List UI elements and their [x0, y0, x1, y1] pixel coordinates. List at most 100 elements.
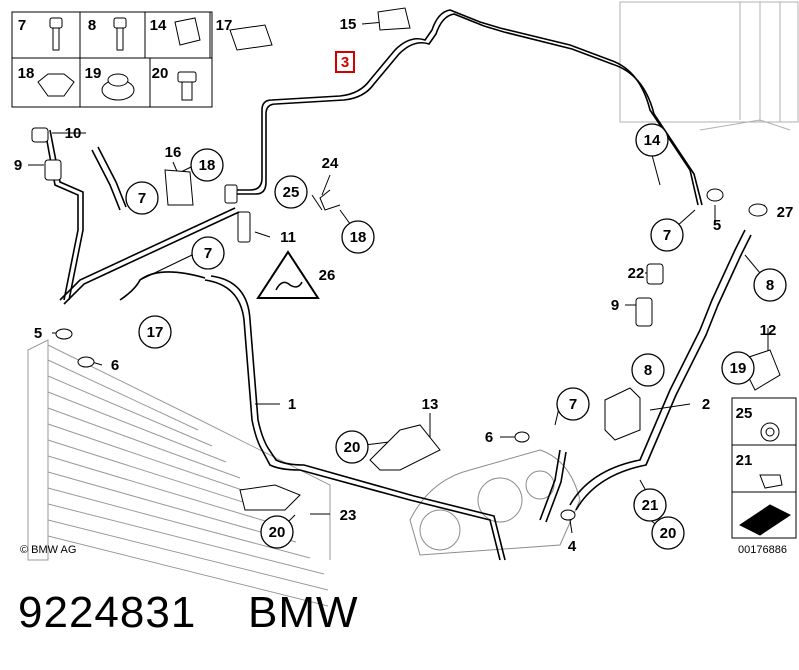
- callout-13: 13: [422, 396, 439, 413]
- svg-text:19: 19: [730, 360, 747, 377]
- svg-text:7: 7: [569, 396, 577, 413]
- callout-18: 18: [341, 220, 375, 254]
- side-legend-label-25: 25: [736, 405, 753, 422]
- callout-16: 16: [165, 144, 182, 161]
- callout-4: 4: [568, 538, 577, 555]
- side-legend-labels: 25 21: [736, 405, 753, 469]
- callout-23: 23: [340, 507, 357, 524]
- radiator-illustration: [619, 1, 799, 131]
- refrigerant-lines: [44, 9, 752, 561]
- svg-text:10: 10: [65, 125, 82, 142]
- svg-text:3: 3: [341, 54, 349, 71]
- callout-8: 8: [631, 353, 665, 387]
- svg-text:20: 20: [344, 439, 361, 456]
- callout-19: 19: [721, 351, 755, 385]
- svg-text:7: 7: [204, 245, 212, 262]
- legend-label-7: 7: [18, 17, 26, 34]
- svg-text:21: 21: [642, 497, 659, 514]
- parts-legend-labels: 7 8 14 17 18 19 20: [18, 17, 233, 82]
- legend-label-17: 17: [216, 17, 233, 34]
- callout-6: 6: [111, 357, 119, 374]
- callout-17: 17: [138, 315, 172, 349]
- svg-text:6: 6: [111, 357, 119, 374]
- callout-10: 10: [65, 125, 82, 142]
- svg-text:5: 5: [34, 325, 42, 342]
- svg-text:18: 18: [350, 229, 367, 246]
- callout-12: 12: [760, 322, 777, 339]
- callout-18: 18: [190, 148, 224, 182]
- svg-text:9: 9: [611, 297, 619, 314]
- callout-20: 20: [651, 516, 685, 550]
- svg-text:27: 27: [777, 204, 794, 221]
- svg-text:24: 24: [322, 155, 339, 172]
- callout-1: 1: [288, 396, 296, 413]
- svg-text:12: 12: [760, 322, 777, 339]
- svg-text:5: 5: [713, 217, 721, 234]
- callout-24: 24: [322, 155, 339, 172]
- callout-26: 26: [319, 267, 336, 284]
- callout-7: 7: [125, 181, 159, 215]
- callout-5: 5: [713, 217, 721, 234]
- svg-text:2: 2: [702, 396, 710, 413]
- condenser-illustration: [27, 339, 331, 607]
- svg-text:9: 9: [14, 157, 22, 174]
- brand-name: BMW: [248, 588, 359, 637]
- callout-11: 11: [280, 229, 296, 246]
- callout-20: 20: [335, 430, 369, 464]
- callout-22: 22: [628, 265, 645, 282]
- parts-legend-grid: [11, 11, 213, 108]
- svg-text:6: 6: [485, 429, 493, 446]
- svg-text:25: 25: [283, 184, 300, 201]
- callout-7: 7: [556, 387, 590, 421]
- callout-27: 27: [777, 204, 794, 221]
- callout-7: 7: [650, 218, 684, 252]
- copyright-label: © BMW AG: [20, 544, 76, 556]
- callout-2: 2: [702, 396, 710, 413]
- svg-text:20: 20: [269, 524, 286, 541]
- svg-text:8: 8: [766, 277, 774, 294]
- legend-label-19: 19: [85, 65, 102, 82]
- svg-text:1: 1: [288, 396, 296, 413]
- callout-9: 9: [14, 157, 22, 174]
- svg-text:7: 7: [138, 190, 146, 207]
- side-legend-label-21: 21: [736, 452, 753, 469]
- svg-text:14: 14: [644, 132, 661, 149]
- svg-text:15: 15: [340, 16, 357, 33]
- svg-text:18: 18: [199, 157, 216, 174]
- warning-triangle-icon: [256, 250, 320, 299]
- legend-label-14: 14: [150, 17, 167, 34]
- callout-14: 14: [635, 123, 669, 157]
- drawing-number-label: 00176886: [738, 544, 787, 556]
- callout-6: 6: [485, 429, 493, 446]
- svg-text:23: 23: [340, 507, 357, 524]
- callout-7: 7: [191, 236, 225, 270]
- svg-text:16: 16: [165, 144, 182, 161]
- legend-label-20: 20: [152, 65, 169, 82]
- highlighted-part-marker: 3: [335, 51, 355, 73]
- callout-21: 21: [633, 488, 667, 522]
- svg-text:26: 26: [319, 267, 336, 284]
- legend-label-18: 18: [18, 65, 35, 82]
- callout-20: 20: [260, 515, 294, 549]
- legend-label-8: 8: [88, 17, 96, 34]
- svg-text:4: 4: [568, 538, 577, 555]
- svg-text:22: 22: [628, 265, 645, 282]
- side-legend-box: [731, 397, 797, 539]
- fittings-illustration: [31, 7, 781, 521]
- svg-text:7: 7: [663, 227, 671, 244]
- parts-legend-sketches: [37, 17, 273, 101]
- compressor-illustration: [409, 449, 581, 556]
- svg-text:11: 11: [280, 229, 296, 246]
- svg-text:8: 8: [644, 362, 652, 379]
- part-number: 9224831: [18, 588, 197, 637]
- svg-text:20: 20: [660, 525, 677, 542]
- callout-5: 5: [34, 325, 42, 342]
- callout-15: 15: [340, 16, 357, 33]
- callout-25: 25: [274, 175, 308, 209]
- svg-text:13: 13: [422, 396, 439, 413]
- callout-8: 8: [753, 268, 787, 302]
- side-legend-sketches: [739, 422, 791, 536]
- callout-9: 9: [611, 297, 619, 314]
